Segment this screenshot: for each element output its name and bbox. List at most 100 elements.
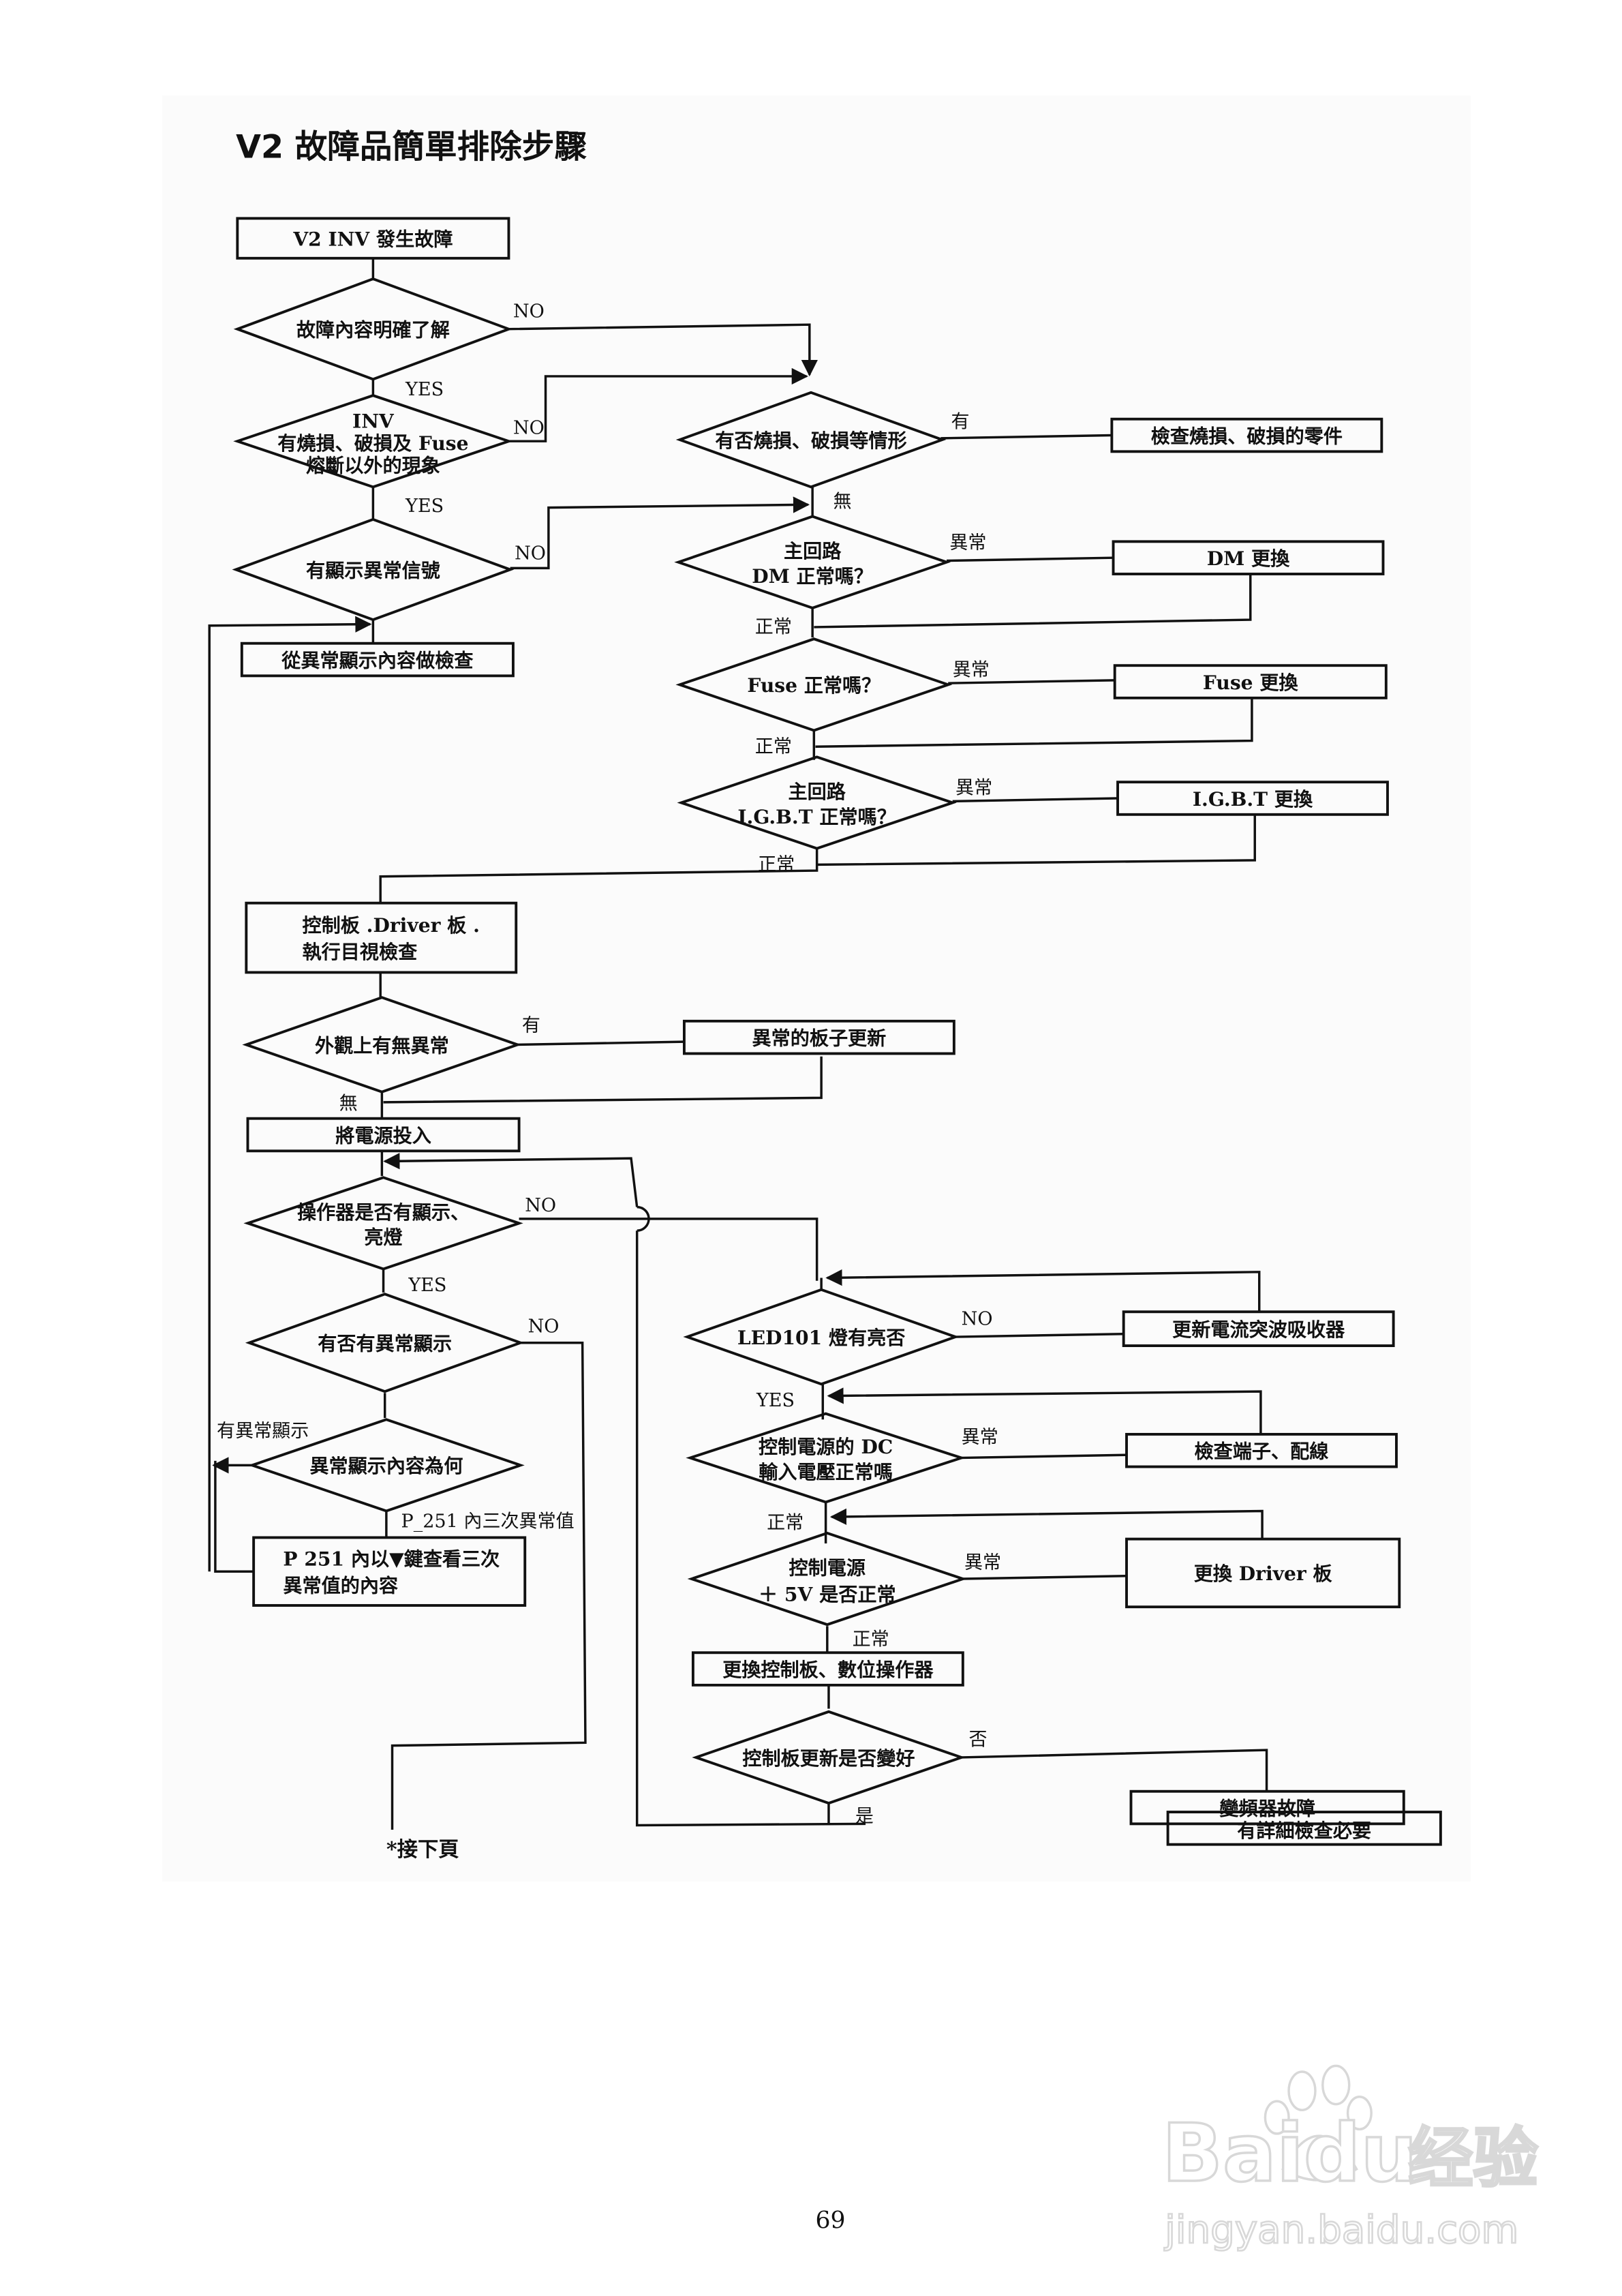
node-text: 操作器是否有顯示、 <box>297 1201 470 1224</box>
node-text: 異常值的內容 <box>283 1575 398 1597</box>
label-yes: YES <box>405 496 444 517</box>
decision-dm-normal: 主回路 DM 正常嗎？ <box>674 515 951 609</box>
node-text: 熔斷以外的現象 <box>306 455 440 477</box>
decision-diamond <box>243 1176 523 1271</box>
process-box <box>1166 1811 1442 1846</box>
node-text: DM 正常嗎？ <box>752 565 873 588</box>
connector-line <box>379 848 818 903</box>
label-normal: 正常 <box>755 617 792 638</box>
decision-fuse-normal: Fuse 正常嗎？ <box>675 637 953 732</box>
node-text: 亮燈 <box>364 1226 403 1249</box>
node-text: Fuse 正常嗎？ <box>747 674 881 697</box>
connector-line <box>814 573 1252 629</box>
process-box <box>245 901 518 974</box>
connector-line <box>383 1056 823 1104</box>
connector-line <box>948 679 1115 684</box>
label-wu: 無 <box>339 1093 358 1115</box>
decision-diamond <box>232 517 515 622</box>
decision-diamond <box>675 637 953 732</box>
label-no: NO <box>962 1309 993 1330</box>
process-replace-control-board-operator: 更換控制板、數位操作器 <box>691 1651 964 1687</box>
process-box <box>1122 1310 1395 1347</box>
connector-line <box>829 1508 1264 1539</box>
connector-line <box>391 1341 587 1830</box>
connector-line <box>510 496 810 570</box>
decision-5v-normal: 控制電源＋ 5V 是否正常 <box>687 1531 967 1627</box>
decision-led101-on: LED101 燈有亮否 <box>683 1288 960 1386</box>
node-text: 主回路 <box>784 540 842 562</box>
node-text: 主回路 <box>788 781 846 803</box>
decision-display-content: 異常顯示內容為何 <box>247 1418 525 1513</box>
node-text: 控制電源 <box>789 1557 866 1580</box>
label-yes: YES <box>756 1390 795 1411</box>
node-text: I.G.B.T 正常嗎？ <box>737 806 896 828</box>
process-check-burned-parts: 檢查燒損、破損的零件 <box>1110 417 1383 453</box>
node-text: 將電源投入 <box>335 1124 431 1147</box>
decision-diamond <box>677 755 957 850</box>
label-shi: 是 <box>855 1806 874 1827</box>
decision-diamond <box>247 1418 525 1513</box>
process-box <box>240 641 515 678</box>
watermark-url: jingyan.baidu.com <box>1163 2208 1518 2252</box>
node-text: 輸入電壓正常嗎 <box>759 1461 893 1483</box>
process-box <box>236 217 510 260</box>
decision-fault-understood: 故障內容明確了解 <box>233 277 513 381</box>
decision-diamond <box>245 1293 525 1393</box>
process-box <box>1112 540 1385 575</box>
node-text: 有否有異常顯示 <box>318 1333 452 1355</box>
connector-line <box>635 1230 866 1827</box>
connector-line <box>508 323 818 377</box>
label-yes: YES <box>408 1275 446 1296</box>
node-text: 從異常顯示內容做檢查 <box>281 649 474 671</box>
connector-line <box>214 1460 254 1573</box>
connector-line <box>961 1749 1268 1792</box>
connector-line <box>516 1040 684 1046</box>
node-text: 控制板更新是否變好 <box>742 1747 915 1770</box>
connector-line <box>955 1332 1124 1338</box>
decision-diamond <box>233 394 513 489</box>
paw-icon <box>1264 2064 1373 2181</box>
connector-line <box>952 797 1118 803</box>
label-abnormal: 異常 <box>949 532 986 554</box>
process-visual-inspection: 控制板 .Driver 板 .執行目視檢查 <box>245 901 518 974</box>
page-title: V2 故障品簡單排除步驟 <box>236 129 587 166</box>
node-text: 異常的板子更新 <box>752 1027 886 1049</box>
label-you: 有 <box>951 412 970 433</box>
label-normal: 正常 <box>853 1629 889 1650</box>
decision-diamond <box>683 1288 960 1386</box>
connector-line <box>508 367 808 442</box>
connector-line <box>961 1574 1127 1580</box>
label-no: NO <box>528 1316 560 1338</box>
decision-control-board-improved: 控制板更新是否變好 <box>692 1710 966 1805</box>
process-check-terminals-wiring: 檢查端子、配線 <box>1125 1432 1398 1468</box>
baidu-watermark: Baidu 经验 jingyan.baidu.com <box>1161 2064 1539 2253</box>
node-text: 有燒損、破損及 Fuse <box>277 432 468 455</box>
decision-abnormal-signal: 有顯示異常信號 <box>232 517 515 622</box>
process-check-display-content: 從異常顯示內容做檢查 <box>240 641 515 678</box>
connector-line <box>958 1453 1127 1460</box>
label-p251-values: P_251 內三次異常值 <box>401 1511 575 1532</box>
decision-diamond <box>675 391 947 489</box>
decision-diamond <box>692 1710 966 1805</box>
process-box <box>1116 781 1389 816</box>
label-normal: 正常 <box>767 1512 804 1533</box>
process-box <box>252 1536 527 1607</box>
node-text: 異常顯示內容為何 <box>309 1455 463 1477</box>
node-text: 更換控制板、數位操作器 <box>722 1659 934 1681</box>
decision-diamond <box>687 1531 967 1627</box>
decision-diamond <box>674 515 951 609</box>
process-replace-dm: DM 更換 <box>1112 540 1385 575</box>
process-replace-surge-absorber: 更新電流突波吸收器 <box>1122 1310 1395 1347</box>
node-text: 更新電流突波吸收器 <box>1172 1318 1345 1341</box>
decision-burn-damage: 有否燒損、破損等情形 <box>675 391 947 489</box>
label-abnormal: 異常 <box>962 1427 998 1448</box>
label-you: 有 <box>522 1015 540 1036</box>
connector-line <box>940 434 1112 440</box>
node-text: 執行目視檢查 <box>303 941 418 963</box>
label-no: NO <box>515 543 546 564</box>
